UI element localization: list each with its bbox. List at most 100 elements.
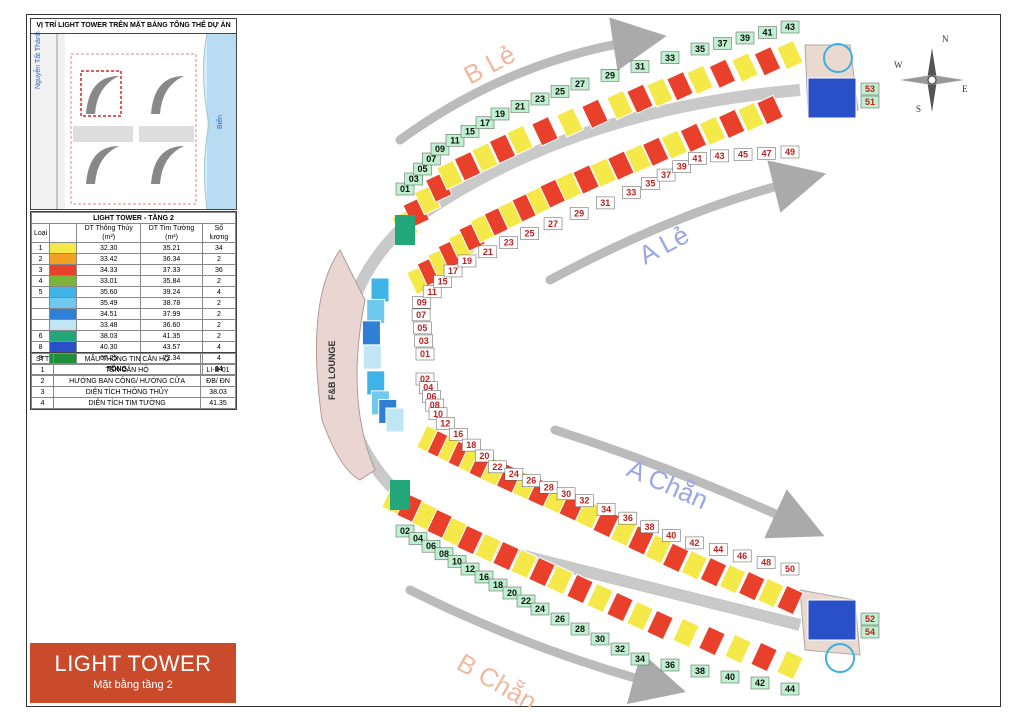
unit-quantity: 2: [201, 308, 237, 320]
unit-number: 39: [740, 33, 750, 43]
unit-number: 37: [717, 39, 727, 49]
unit-number: 28: [544, 482, 554, 492]
color-swatch: [49, 286, 78, 298]
unit-number: 30: [595, 634, 605, 644]
unit-label-box: [690, 664, 710, 678]
wing-arrow: [405, 585, 687, 705]
unit-number: 08: [439, 549, 449, 559]
apartment-unit: [737, 570, 766, 602]
unit-number: 24: [509, 469, 519, 479]
unit-label-box: [543, 217, 563, 231]
apartment-unit: [554, 171, 583, 202]
unit-number: 04: [423, 383, 433, 393]
unit-label-box: [713, 37, 732, 50]
unit-number: 15: [465, 127, 475, 137]
unit-number: 23: [535, 94, 545, 104]
unit-number: 28: [575, 624, 585, 634]
unit-label-box: [415, 347, 435, 361]
stair-core-bottom: [825, 643, 855, 673]
unit-label-box: [596, 503, 616, 516]
compass-letter: N: [942, 34, 949, 44]
unit-number: 06: [427, 391, 437, 401]
unit-type: 4: [30, 275, 51, 287]
unit-label-box: [690, 42, 710, 56]
color-swatch: [49, 308, 78, 320]
unit-label-box: [433, 275, 452, 288]
apartment-unit: [510, 548, 538, 580]
unit-label-box: [610, 642, 630, 656]
area-table-header: Loại: [30, 223, 51, 243]
unit-number: 35: [645, 178, 655, 188]
unit-number: 08: [430, 400, 440, 410]
unit-label-box: [478, 245, 498, 259]
info-index: 2: [30, 375, 55, 387]
apartment-unit: [698, 115, 727, 147]
unit-number: 46: [737, 551, 747, 561]
unit-label-box: [449, 427, 468, 441]
info-index: 4: [30, 397, 55, 409]
unit-type: 5: [30, 286, 51, 298]
unit-quantity: 4: [201, 286, 237, 298]
unit-label-box: [860, 612, 880, 626]
wing-label: B Chẵn: [452, 647, 542, 707]
apartment-unit: [606, 89, 634, 121]
apartment-unit: [572, 164, 600, 195]
wing-label: A Chẵn: [623, 453, 713, 515]
minimap-drawing: [31, 33, 236, 210]
unit-label-box: [516, 594, 536, 608]
gross-area: 37.33: [140, 264, 203, 276]
apartment-unit: [756, 94, 784, 126]
title-block: LIGHT TOWER Mặt bằng tầng 2: [30, 643, 236, 703]
unit-quantity: 2: [201, 297, 237, 309]
unit-label-box: [590, 632, 610, 646]
net-area: 40.30: [76, 341, 142, 353]
info-value: ĐB/ ĐN: [200, 375, 236, 387]
apartment-unit: [756, 577, 785, 609]
apartment-unit: [679, 122, 708, 154]
unit-label-box: [475, 449, 494, 463]
unit-number: 16: [453, 429, 463, 439]
apartment-unit: [574, 499, 603, 530]
unit-quantity: 2: [201, 275, 237, 287]
area-table-header: Số lượng: [201, 223, 237, 243]
unit-number: 25: [525, 229, 535, 239]
unit-number: 40: [725, 672, 735, 682]
apartment-unit: [717, 108, 746, 140]
unit-label-box: [595, 196, 615, 210]
unit-label-box: [660, 51, 680, 64]
unit-number: 33: [626, 187, 636, 197]
gross-area: 37.99: [140, 308, 203, 320]
unit-label-box: [411, 308, 431, 322]
unit-number: 04: [413, 534, 423, 544]
unit-number: 01: [420, 349, 430, 359]
unit-label-box: [685, 536, 704, 550]
unit-number: 49: [785, 147, 795, 157]
unit-label-box: [569, 207, 589, 220]
unit-number: 17: [480, 118, 490, 128]
apartment-unit: [361, 320, 381, 346]
unit-number: 05: [417, 323, 427, 333]
unit-label-box: [758, 26, 777, 39]
unit-number: 12: [440, 418, 450, 428]
lounge-area: [315, 249, 376, 481]
apartment-unit: [606, 591, 634, 623]
unit-label-box: [688, 152, 707, 165]
info-label: DIỆN TÍCH TIM TƯỜNG: [53, 397, 202, 409]
apartment-unit: [626, 83, 654, 115]
unit-label-box: [630, 60, 650, 73]
unit-label-box: [732, 549, 752, 563]
info-value: 38.03: [200, 386, 236, 398]
apartment-unit: [370, 277, 390, 303]
apartment-unit: [506, 124, 534, 156]
unit-number: 44: [713, 544, 723, 554]
apartment-unit: [546, 564, 574, 596]
unit-quantity: 2: [201, 253, 237, 265]
apartment-unit: [366, 298, 386, 324]
net-area: 33.42: [76, 253, 142, 265]
